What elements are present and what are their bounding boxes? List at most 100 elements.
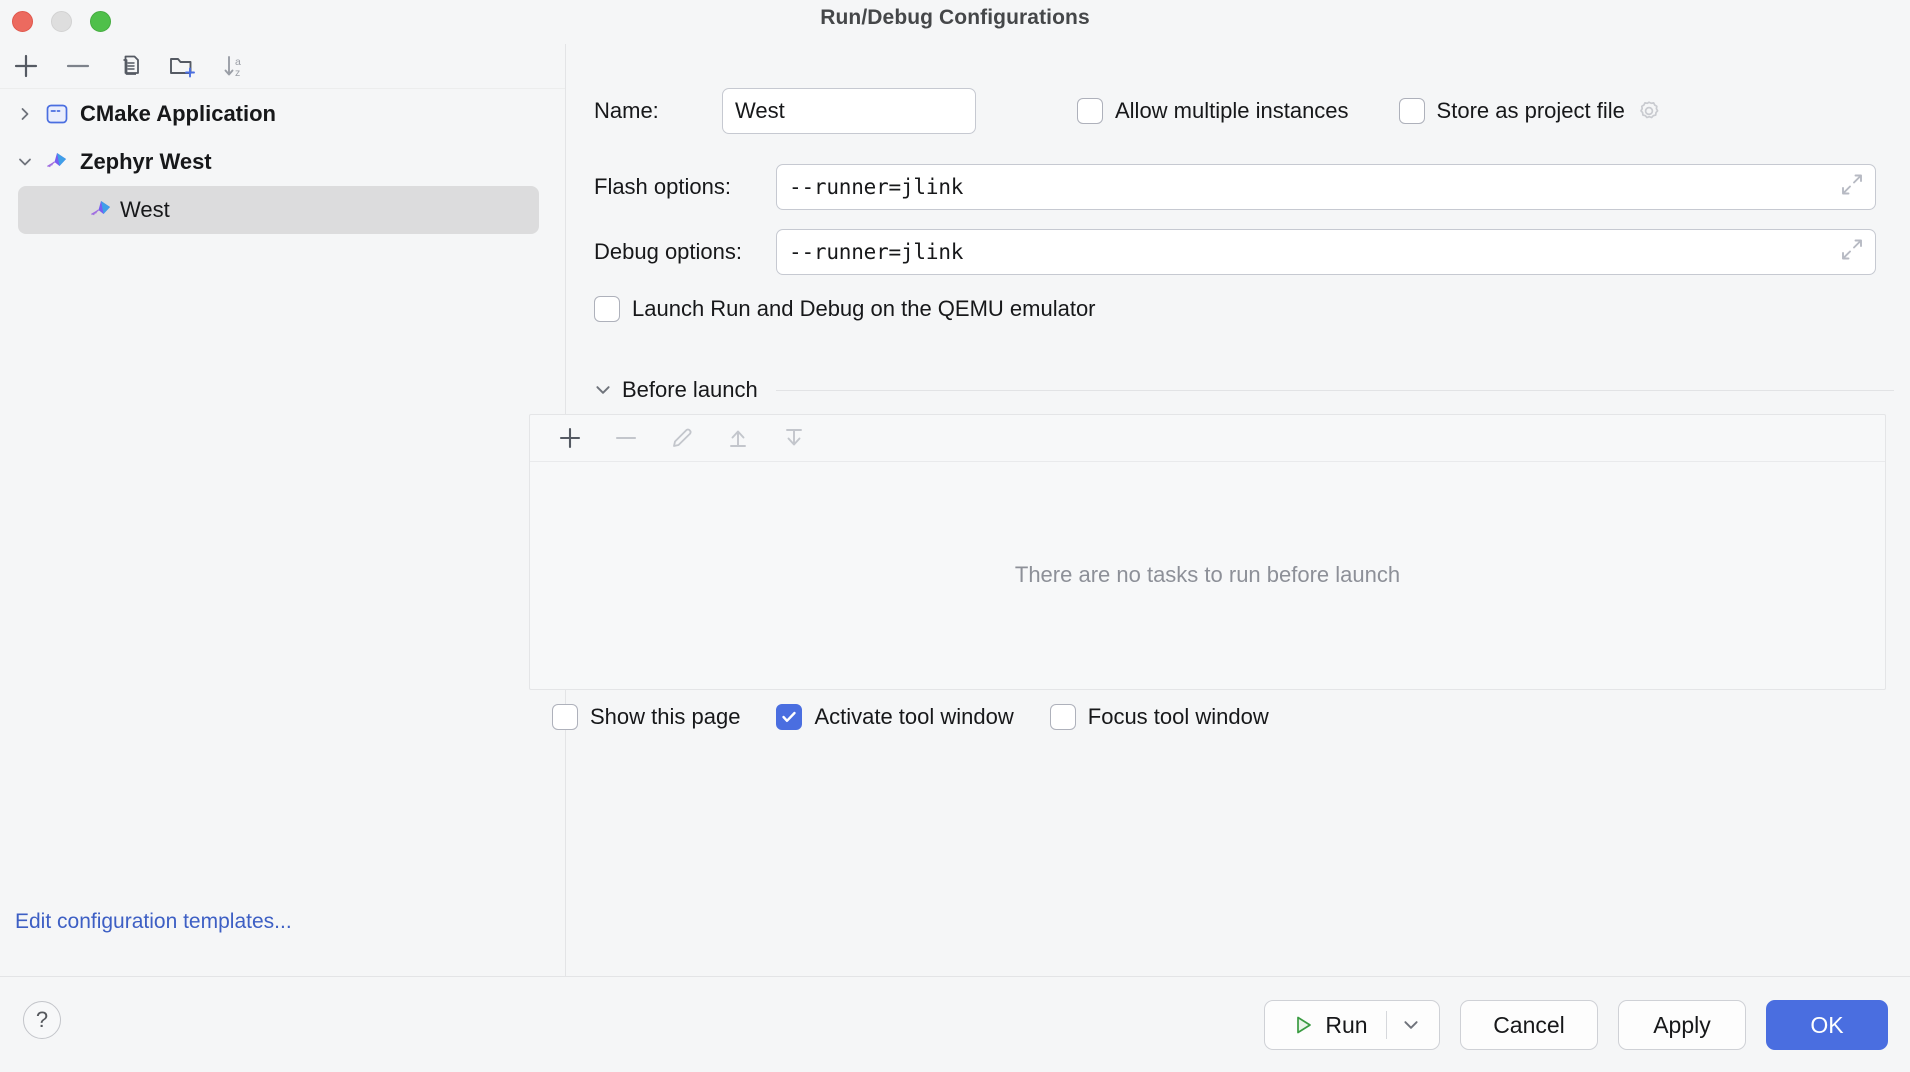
arrow-up-icon: [730, 430, 746, 447]
ok-button[interactable]: OK: [1766, 1000, 1888, 1050]
plus-icon: [14, 54, 38, 78]
debug-options-row: Debug options: --runner=jlink: [566, 229, 1910, 275]
before-launch-title: Before launch: [622, 377, 758, 402]
debug-options-value: --runner=jlink: [789, 240, 964, 264]
add-configuration-button[interactable]: [0, 44, 52, 88]
before-launch-header: Before launch: [594, 377, 1894, 403]
configurations-sidebar: a z CMake Application: [0, 44, 566, 976]
before-launch-empty-message: There are no tasks to run before launch: [1014, 562, 1401, 587]
help-button[interactable]: ?: [23, 1001, 61, 1039]
tree-item-label: CMake Application: [80, 101, 276, 126]
run-button-separator: [1385, 1011, 1387, 1039]
checkbox-label: Allow multiple instances: [1115, 98, 1349, 123]
configuration-form: Name: West Allow multiple instances Stor…: [529, 44, 1910, 976]
checkbox-box[interactable]: [1049, 704, 1076, 730]
arrow-down-icon: [786, 429, 802, 446]
minimize-button[interactable]: [51, 11, 72, 32]
title-bar: Run/Debug Configurations: [0, 0, 1910, 44]
add-task-button[interactable]: [542, 415, 598, 461]
minus-icon: [615, 436, 637, 440]
tree-item-label: Zephyr West: [80, 149, 212, 174]
focus-tool-window-checkbox[interactable]: Focus tool window: [1049, 704, 1269, 730]
name-input[interactable]: West: [722, 88, 976, 134]
checkbox-label: Focus tool window: [1087, 704, 1269, 729]
edit-configuration-templates-link[interactable]: Edit configuration templates...: [15, 910, 292, 933]
tree-item-zephyr-west[interactable]: Zephyr West: [0, 138, 565, 186]
svg-text:z: z: [235, 67, 240, 79]
minus-icon: [66, 64, 90, 68]
copy-icon: [123, 55, 139, 75]
section-divider: [775, 389, 1894, 391]
sort-az-icon: a z: [224, 56, 241, 79]
chevron-right-icon[interactable]: [10, 99, 40, 129]
chevron-down-icon: [1404, 1021, 1418, 1029]
sidebar-toolbar: a z: [0, 44, 565, 89]
run-button[interactable]: Run: [1264, 1000, 1440, 1050]
name-row: Name: West Allow multiple instances Stor…: [566, 88, 1910, 134]
checkbox-label: Show this page: [590, 704, 741, 729]
cmake-application-icon: [40, 99, 74, 129]
flash-options-row: Flash options: --runner=jlink: [566, 164, 1910, 210]
move-task-down-button[interactable]: [766, 415, 822, 461]
tree-item-cmake-application[interactable]: CMake Application: [0, 90, 565, 138]
checkbox-box[interactable]: [776, 704, 803, 730]
expand-diagonal-icon[interactable]: [1839, 172, 1865, 203]
name-input-value: West: [735, 98, 785, 123]
name-label: Name:: [594, 98, 659, 123]
checkbox-box[interactable]: [594, 296, 620, 322]
flash-options-value: --runner=jlink: [789, 175, 964, 199]
checkbox-label: Store as project file: [1436, 98, 1625, 123]
checkbox-box[interactable]: [552, 704, 578, 730]
new-folder-button[interactable]: [156, 44, 208, 88]
tree-item-label: West: [120, 197, 170, 222]
cancel-button[interactable]: Cancel: [1460, 1000, 1598, 1050]
zoom-button[interactable]: [90, 11, 111, 32]
expand-diagonal-icon[interactable]: [1839, 237, 1865, 268]
sort-configurations-button[interactable]: a z: [208, 44, 260, 88]
remove-configuration-button[interactable]: [52, 44, 104, 88]
move-task-up-button[interactable]: [710, 415, 766, 461]
checkbox-label: Activate tool window: [814, 704, 1014, 729]
tree-item-west[interactable]: West: [18, 186, 539, 234]
before-launch-tasks-panel: There are no tasks to run before launch: [529, 414, 1886, 690]
activate-tool-window-checkbox[interactable]: Activate tool window: [776, 704, 1014, 730]
allow-multiple-instances-checkbox[interactable]: Allow multiple instances: [1077, 98, 1349, 124]
pencil-icon: [673, 428, 692, 447]
folder-add-icon: [170, 58, 195, 78]
copy-configuration-button[interactable]: [104, 44, 156, 88]
remove-task-button[interactable]: [598, 415, 654, 461]
zephyr-west-icon: [84, 195, 118, 225]
store-as-project-file-checkbox[interactable]: Store as project file: [1398, 98, 1625, 124]
launch-qemu-row: Launch Run and Debug on the QEMU emulato…: [594, 296, 1096, 322]
store-as-project-file-settings-button[interactable]: [1635, 97, 1663, 125]
window-title: Run/Debug Configurations: [820, 6, 1090, 29]
dialog-footer: ? Run Cancel Apply OK: [0, 976, 1910, 1072]
play-icon: [1297, 1016, 1312, 1034]
gear-icon: [1640, 101, 1659, 119]
configurations-tree: CMake Application Zephyr West: [0, 90, 565, 234]
edit-task-button[interactable]: [654, 415, 710, 461]
checkbox-label: Launch Run and Debug on the QEMU emulato…: [632, 296, 1096, 321]
chevron-down-icon: [596, 386, 610, 394]
apply-button[interactable]: Apply: [1618, 1000, 1746, 1050]
debug-options-label: Debug options:: [594, 239, 742, 264]
before-launch-collapse-toggle[interactable]: [594, 381, 612, 399]
checkbox-box[interactable]: [1398, 98, 1425, 124]
show-this-page-checkbox[interactable]: Show this page: [552, 704, 740, 730]
footer-buttons: Run Cancel Apply OK: [1264, 1000, 1888, 1050]
flash-options-input[interactable]: --runner=jlink: [776, 164, 1876, 210]
svg-text:a: a: [235, 56, 241, 68]
chevron-down-icon[interactable]: [10, 147, 40, 177]
checkbox-box[interactable]: [1077, 98, 1103, 124]
flash-options-label: Flash options:: [594, 174, 731, 199]
run-button-main[interactable]: Run: [1269, 1001, 1385, 1049]
run-button-dropdown[interactable]: [1387, 1001, 1435, 1049]
close-button[interactable]: [12, 11, 33, 32]
window-controls: [12, 11, 111, 32]
run-button-label: Run: [1325, 1011, 1368, 1038]
debug-options-input[interactable]: --runner=jlink: [776, 229, 1876, 275]
launch-qemu-checkbox[interactable]: Launch Run and Debug on the QEMU emulato…: [594, 296, 1096, 322]
before-launch-toolbar: [530, 415, 1885, 462]
zephyr-west-icon: [40, 147, 74, 177]
